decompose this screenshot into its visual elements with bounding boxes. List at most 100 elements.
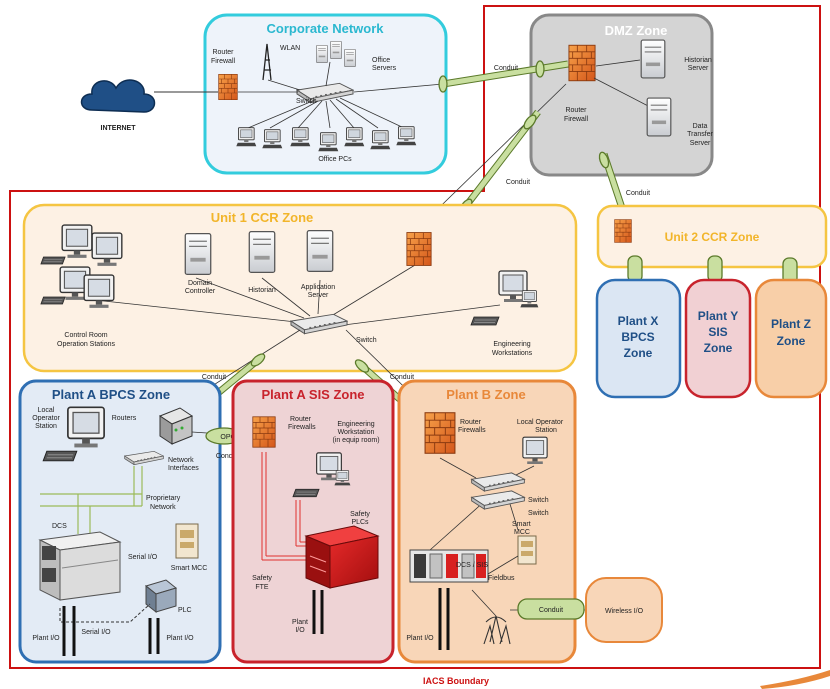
domain-controller-icon [184,232,212,276]
conduit-label-6: Conduit [216,453,240,460]
safety-plcs-label-2: PLCs [351,519,369,526]
unit2-firewall-icon [614,219,632,243]
unit1-ccr-zone: Unit 1 CCR Zone [22,203,578,373]
data-transfer-label-2: Transfer [687,131,713,138]
safety-fte-label-2: FTE [255,584,269,591]
serial-io-label-2: Serial I/O [81,629,111,636]
conduit-label-4: Conduit [202,374,226,381]
dcs-sis-label: DCS / SIS [456,562,488,569]
sis-eng-ws-keyboard-icon [292,488,320,498]
wireless-conduit [510,598,590,620]
serial-io-label-1: Serial I/O [128,554,158,561]
unit2-plant-links [627,255,798,285]
conduit-dmz-unit2 [598,151,628,216]
office-pc-icon-5 [344,127,365,147]
office-servers-label-1: Office [372,57,390,64]
dcs-cabinet-icon [38,531,122,601]
bpcs-local-op-label-3: Station [35,423,57,430]
wireless-io-zone: Wireless I/O [585,577,663,643]
plant-b-plant-io-arrows [438,588,450,650]
unit1-switch-label: Switch [356,337,377,344]
sis-plant-io-arrows [312,590,324,634]
iacs-boundary-label: IACS Boundary [423,676,489,686]
sis-plant-io-label-2: I/O [295,627,305,634]
bpcs-plant-io-label-2: Plant I/O [166,635,194,642]
office-servers-label-2: Servers [372,65,397,72]
office-pc-icon-1 [236,127,257,147]
office-server-icon-1 [316,44,328,64]
plant-x-zone: Plant X BPCS Zone [595,278,682,399]
conduit-label-3: Conduit [626,190,650,197]
plant-b-switch-label-2: Switch [528,510,549,517]
unit2-title: Unit 2 CCR Zone [665,230,760,244]
corporate-switch-label: Switch [296,98,317,105]
control-room-keyboard-icon-1 [40,256,66,265]
data-transfer-label-1: Data [693,123,708,130]
internet-cloud-icon: INTERNET [80,79,156,132]
historian-icon [248,230,276,274]
office-pc-icon-7 [396,126,417,146]
plant-b-smart-mcc-icon [517,535,537,565]
bpcs-local-op-label-2: Operator [32,415,60,422]
historian-server-label-2: Server [688,65,709,72]
dmz-router-firewall-label-1: Router [565,107,587,114]
plant-z-line-1: Plant Z [771,317,811,331]
routers-label: Routers [112,415,137,422]
plc-label: PLC [178,607,192,614]
bpcs-router-icon [158,407,194,445]
sis-eng-ws-pc-icon [334,470,351,486]
plant-y-line-3: Zone [704,341,733,355]
plant-b-router-firewalls-label-2: Firewalls [458,427,486,434]
domain-controller-label-2: Controller [185,288,216,295]
plc-icon [144,579,178,614]
sis-router-firewalls-label-2: Firewalls [288,424,316,431]
office-pc-icon-3 [290,127,311,147]
fieldbus-label: Fieldbus [488,575,515,582]
plant-b-title: Plant B Zone [446,387,525,402]
sis-eng-ws-label-3: (in equip room) [332,437,379,444]
engineering-ws-pc-icon [520,290,539,308]
unit1-firewall-icon [406,231,432,267]
corporate-network-title: Corporate Network [266,21,384,36]
conduit-label-7: Conduit [539,607,563,614]
engineering-ws-keyboard-icon [470,316,500,326]
plant-z-zone: Plant Z Zone [754,278,828,399]
wireless-io-label: Wireless I/O [605,608,644,615]
control-room-keyboard-icon-2 [40,296,66,305]
plant-x-line-3: Zone [624,346,653,360]
engineering-workstations-label-1: Engineering [493,341,530,348]
unit2-ccr-zone: Unit 2 CCR Zone [596,204,828,269]
sis-eng-ws-label-2: Workstation [338,429,375,436]
conduit-label-2: Conduit [506,179,530,186]
historian-server-icon [640,39,666,79]
plant-a-sis-zone: Plant A SIS Zone [231,379,395,664]
bpcs-local-op-label-1: Local [38,407,55,414]
dmz-title: DMZ Zone [605,23,668,38]
application-server-label-1: Application [301,284,335,291]
dmz-zone: DMZ Zone [529,13,714,177]
plant-a-sis-title: Plant A SIS Zone [261,387,364,402]
plant-b-switch-label-1: Switch [528,497,549,504]
network-interfaces-label-1: Network [168,457,194,464]
plant-a-bpcs-title: Plant A BPCS Zone [52,387,170,402]
plant-b-dcs-sis-rack-icon [409,549,489,583]
plant-x-line-1: Plant X [618,314,659,328]
proprietary-network-label-2: Network [150,504,176,511]
office-pc-icon-6 [370,130,391,150]
office-pc-icon-2 [262,129,283,149]
bpcs-plant-io-arrows [62,606,160,656]
plant-y-line-1: Plant Y [698,309,738,323]
router-firewall-label-2: Firewall [211,58,236,65]
plant-z-line-2: Zone [777,334,806,348]
bpcs-local-operator-keyboard-icon [42,450,78,462]
unit1-title: Unit 1 CCR Zone [211,210,314,225]
corporate-firewall-icon [218,73,238,101]
plant-b-smart-mcc-label-2: MCC [514,529,530,536]
wlan-tower-icon [262,43,272,81]
office-pc-icon-4 [318,132,339,152]
dmz-router-firewall-label-2: Firewall [564,116,589,123]
data-transfer-server-icon [646,97,672,137]
smart-mcc-label: Smart MCC [171,565,208,572]
router-firewall-label-1: Router [212,49,234,56]
